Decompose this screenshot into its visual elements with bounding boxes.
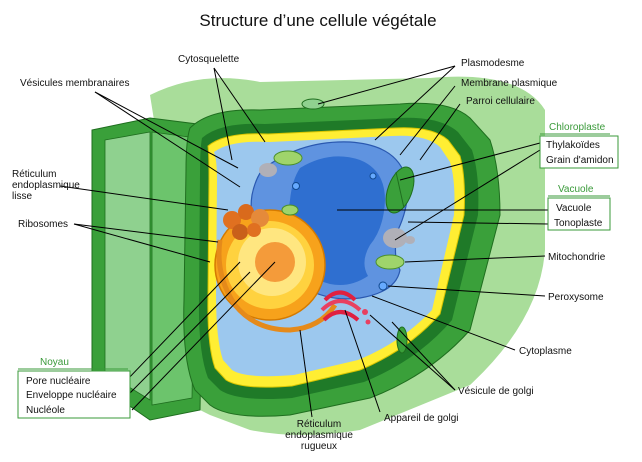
rough-er <box>216 239 338 333</box>
label-tonoplaste: Tonoplaste <box>554 218 603 229</box>
label-cytoplasme: Cytoplasme <box>519 346 572 357</box>
label-appareil-golgi: Appareil de golgi <box>384 413 459 424</box>
label-re-lisse-line3: lisse <box>12 191 32 202</box>
golgi-apparatus <box>320 290 371 325</box>
chloroplast-bottom <box>396 326 408 354</box>
smooth-er <box>223 204 269 240</box>
label-re-lisse-line1: Réticulum <box>12 169 56 180</box>
peroxisome <box>378 281 388 291</box>
mitochondrion-top <box>273 150 303 166</box>
label-cytosquelette: Cytosquelette <box>178 54 240 65</box>
label-enveloppe-nucleaire: Enveloppe nucléaire <box>26 390 117 401</box>
starch-grain-3 <box>405 236 415 244</box>
label-pore-nucleaire: Pore nucléaire <box>26 376 91 387</box>
label-re-rugueux-line1: Réticulum <box>297 419 341 430</box>
label-re-rugueux-line3: rugueux <box>301 441 337 452</box>
cell-illustration <box>91 76 545 436</box>
label-nucleole: Nucléole <box>26 405 65 416</box>
label-mitochondrie: Mitochondrie <box>548 252 606 263</box>
peroxisome-3 <box>369 172 377 180</box>
label-membrane-plasmique: Membrane plasmique <box>461 78 558 89</box>
group-chloroplaste-heading: Chloroplaste <box>549 122 606 133</box>
diagram-title: Structure d’une cellule végétale <box>199 11 436 30</box>
mitochondrion-right <box>375 254 405 270</box>
group-noyau-heading: Noyau <box>40 357 69 368</box>
leader-lines <box>59 65 549 418</box>
group-chloroplaste: Chloroplaste Thylakoïdes Grain d'amidon <box>539 122 619 169</box>
peroxisome-2 <box>292 182 300 190</box>
label-thylakoides: Thylakoïdes <box>546 140 600 151</box>
chloroplast-top <box>301 98 325 110</box>
starch-grain <box>383 228 407 248</box>
label-paroi-cellulaire: Parroi cellulaire <box>466 96 535 107</box>
label-plasmodesme: Plasmodesme <box>461 58 525 69</box>
group-noyau: Noyau Pore nucléaire Enveloppe nucléaire… <box>17 357 131 419</box>
label-ribosomes: Ribosomes <box>18 219 68 230</box>
starch-grain-2 <box>259 163 277 177</box>
label-vesicules-membranaires: Vésicules membranaires <box>20 78 130 89</box>
mitochondrion-left <box>281 204 299 216</box>
group-vacuole-heading: Vacuole <box>558 184 594 195</box>
label-re-lisse-line2: endoplasmique <box>12 180 80 191</box>
label-peroxysome: Peroxysome <box>548 292 604 303</box>
label-grain-amidon: Grain d'amidon <box>546 155 614 166</box>
cell-wall-left-face <box>104 131 151 401</box>
label-vesicule-golgi: Vésicule de golgi <box>458 386 534 397</box>
group-vacuole: Vacuole Vacuole Tonoplaste <box>547 184 611 231</box>
label-vacuole: Vacuole <box>556 203 592 214</box>
label-re-rugueux-line2: endoplasmique <box>285 430 353 441</box>
